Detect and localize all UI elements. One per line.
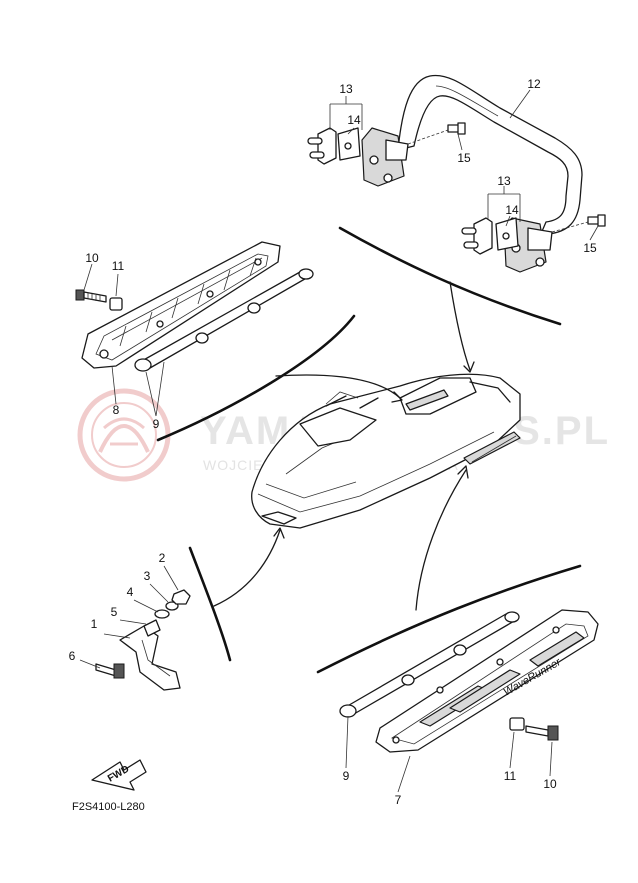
callout-14-left: 14 bbox=[347, 113, 361, 127]
callout-15-right: 15 bbox=[583, 241, 597, 255]
callout-9-right: 9 bbox=[343, 769, 350, 783]
callout-11-right: 11 bbox=[504, 769, 517, 783]
callout-11-left: 11 bbox=[112, 259, 125, 273]
callout-5: 5 bbox=[111, 605, 118, 619]
forward-arrow-icon: FWD bbox=[91, 759, 147, 791]
callout-2: 2 bbox=[159, 551, 166, 565]
callout-13-left: 13 bbox=[339, 82, 353, 96]
callout-14-right: 14 bbox=[505, 203, 519, 217]
diagram-code: F2S4100-L280 bbox=[72, 801, 145, 813]
callout-15-left: 15 bbox=[457, 151, 471, 165]
handle-assembly bbox=[307, 74, 606, 273]
left-mat-assembly bbox=[75, 241, 314, 417]
callout-8: 8 bbox=[113, 403, 120, 417]
callout-10-right: 10 bbox=[543, 777, 557, 791]
callout-4: 4 bbox=[127, 585, 134, 599]
right-mat-assembly: WaveRunner bbox=[339, 609, 599, 793]
callout-3: 3 bbox=[144, 569, 151, 583]
callout-9-left: 9 bbox=[153, 417, 160, 431]
callout-12: 12 bbox=[527, 77, 541, 91]
callout-10-left: 10 bbox=[85, 251, 99, 265]
watercraft-hull bbox=[251, 373, 521, 529]
callout-labels: 1 2 3 4 5 6 7 8 9 9 10 10 11 11 12 13 13… bbox=[69, 77, 597, 807]
step-assembly bbox=[79, 565, 191, 691]
group-arcs bbox=[156, 226, 582, 674]
callout-1: 1 bbox=[91, 617, 98, 631]
callout-6: 6 bbox=[69, 649, 76, 663]
callout-7: 7 bbox=[395, 793, 402, 807]
callout-13-right: 13 bbox=[497, 174, 511, 188]
yamaha-logo-icon bbox=[77, 388, 171, 482]
